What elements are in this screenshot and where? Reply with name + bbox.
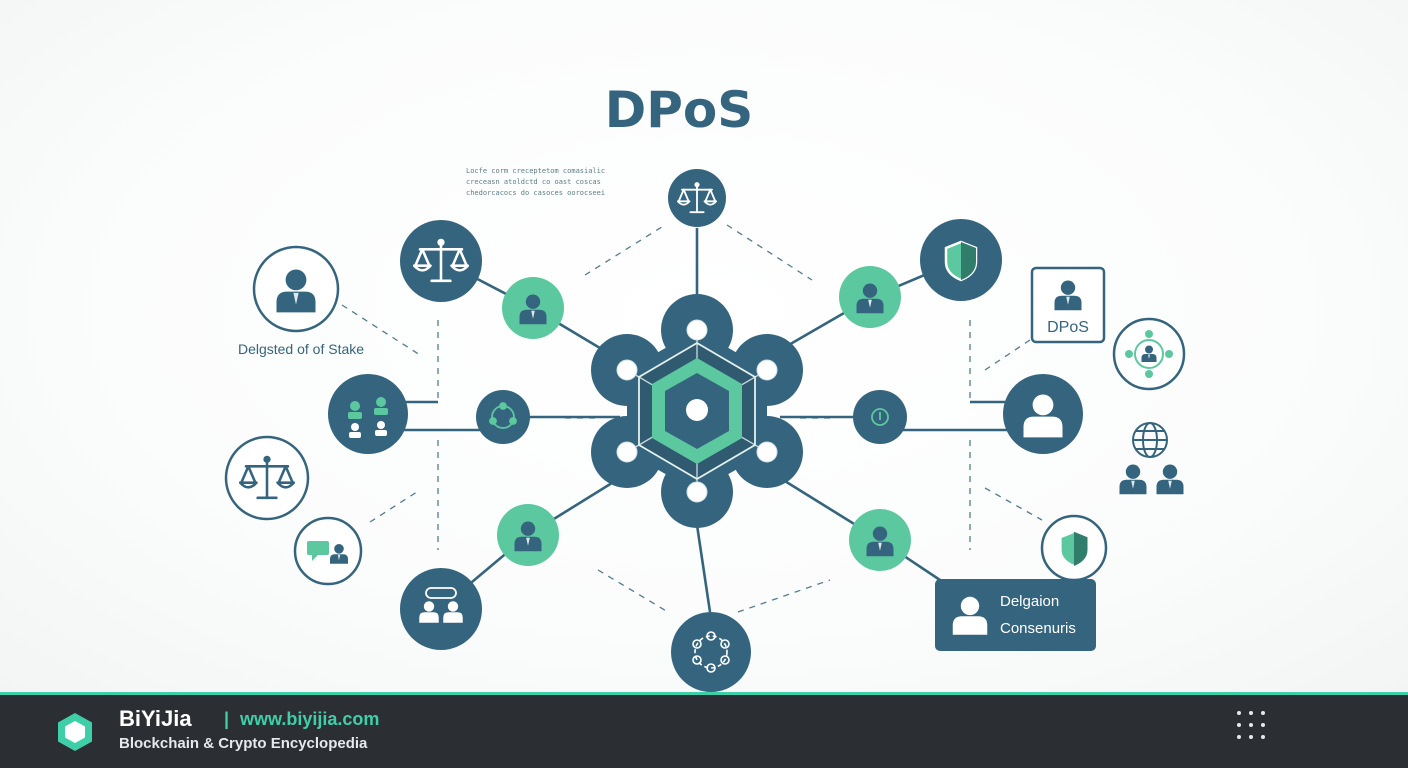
node-left-network	[476, 390, 530, 444]
footer-separator: |	[224, 709, 230, 729]
page-title: DPoS	[605, 81, 754, 139]
globe-people-group	[1119, 422, 1184, 495]
tiny-text-1: Locfe corm creceptetom comasialic	[466, 167, 605, 175]
tiny-text-2: creceasn atoldctd co oast coscas	[466, 178, 601, 186]
person-icon	[1156, 464, 1184, 495]
node-lower-left-collab	[400, 568, 482, 650]
node-left-voters	[328, 374, 408, 454]
hexagon-logo-icon	[58, 713, 92, 751]
collaboration-icon	[419, 587, 463, 623]
node-upper-right-shield	[920, 219, 1002, 301]
brand-name: BiYiJia	[119, 706, 192, 731]
node-upper-left-person	[502, 277, 564, 339]
node-right-inner	[853, 390, 907, 444]
tiny-text-block: Locfe corm creceptetom comasialic crecea…	[466, 167, 605, 197]
node-upper-left-scale	[400, 220, 482, 302]
node-upper-right-person	[839, 266, 901, 328]
delegated-stake-label: Delgsted of of Stake	[238, 341, 364, 357]
node-lower-left-person	[497, 504, 559, 566]
delegation-consensus-card: Delgaion Consenuris	[935, 579, 1096, 651]
node-left-chat-person	[293, 516, 363, 586]
node-lower-right-shield	[1040, 514, 1108, 582]
node-far-left-person	[252, 245, 340, 333]
dpos-box: DPoS	[1030, 266, 1106, 344]
shield-icon	[1059, 530, 1089, 568]
node-top-scale	[668, 169, 726, 227]
delegation-label: Delgaion	[1000, 593, 1059, 610]
dpos-box-label: DPoS	[1047, 319, 1089, 336]
central-hub	[591, 294, 803, 528]
footer-bar: BiYiJia | www.biyijia.com Blockchain & C…	[0, 692, 1408, 768]
node-lower-right-person	[849, 509, 911, 571]
node-dot-icon	[871, 408, 889, 426]
cycle-network-icon	[692, 631, 730, 673]
person-icon	[1119, 464, 1147, 495]
shield-icon	[944, 240, 978, 282]
grid-dots-icon[interactable]	[1235, 709, 1267, 741]
chat-person-icon	[307, 541, 348, 564]
diagram-stage: DPoS Locfe corm creceptetom comasialic c…	[0, 0, 1408, 692]
consensus-label: Consenuris	[1000, 620, 1076, 637]
globe-icon	[1132, 422, 1168, 458]
brand-tagline: Blockchain & Crypto Encyclopedia	[119, 735, 368, 752]
node-left-outline-scale	[224, 435, 310, 521]
node-bottom-network	[671, 612, 751, 692]
voters-icon	[348, 397, 388, 438]
dpos-diagram: DPoS Locfe corm creceptetom comasialic c…	[224, 81, 1186, 692]
node-right-person	[1003, 374, 1083, 454]
network-icon	[489, 402, 517, 429]
network-people-icon	[1125, 330, 1173, 378]
tiny-text-3: chedorcacocs do casoces oorocseei	[466, 189, 605, 197]
site-url-link[interactable]: www.biyijia.com	[240, 709, 380, 729]
node-right-network	[1112, 317, 1186, 391]
